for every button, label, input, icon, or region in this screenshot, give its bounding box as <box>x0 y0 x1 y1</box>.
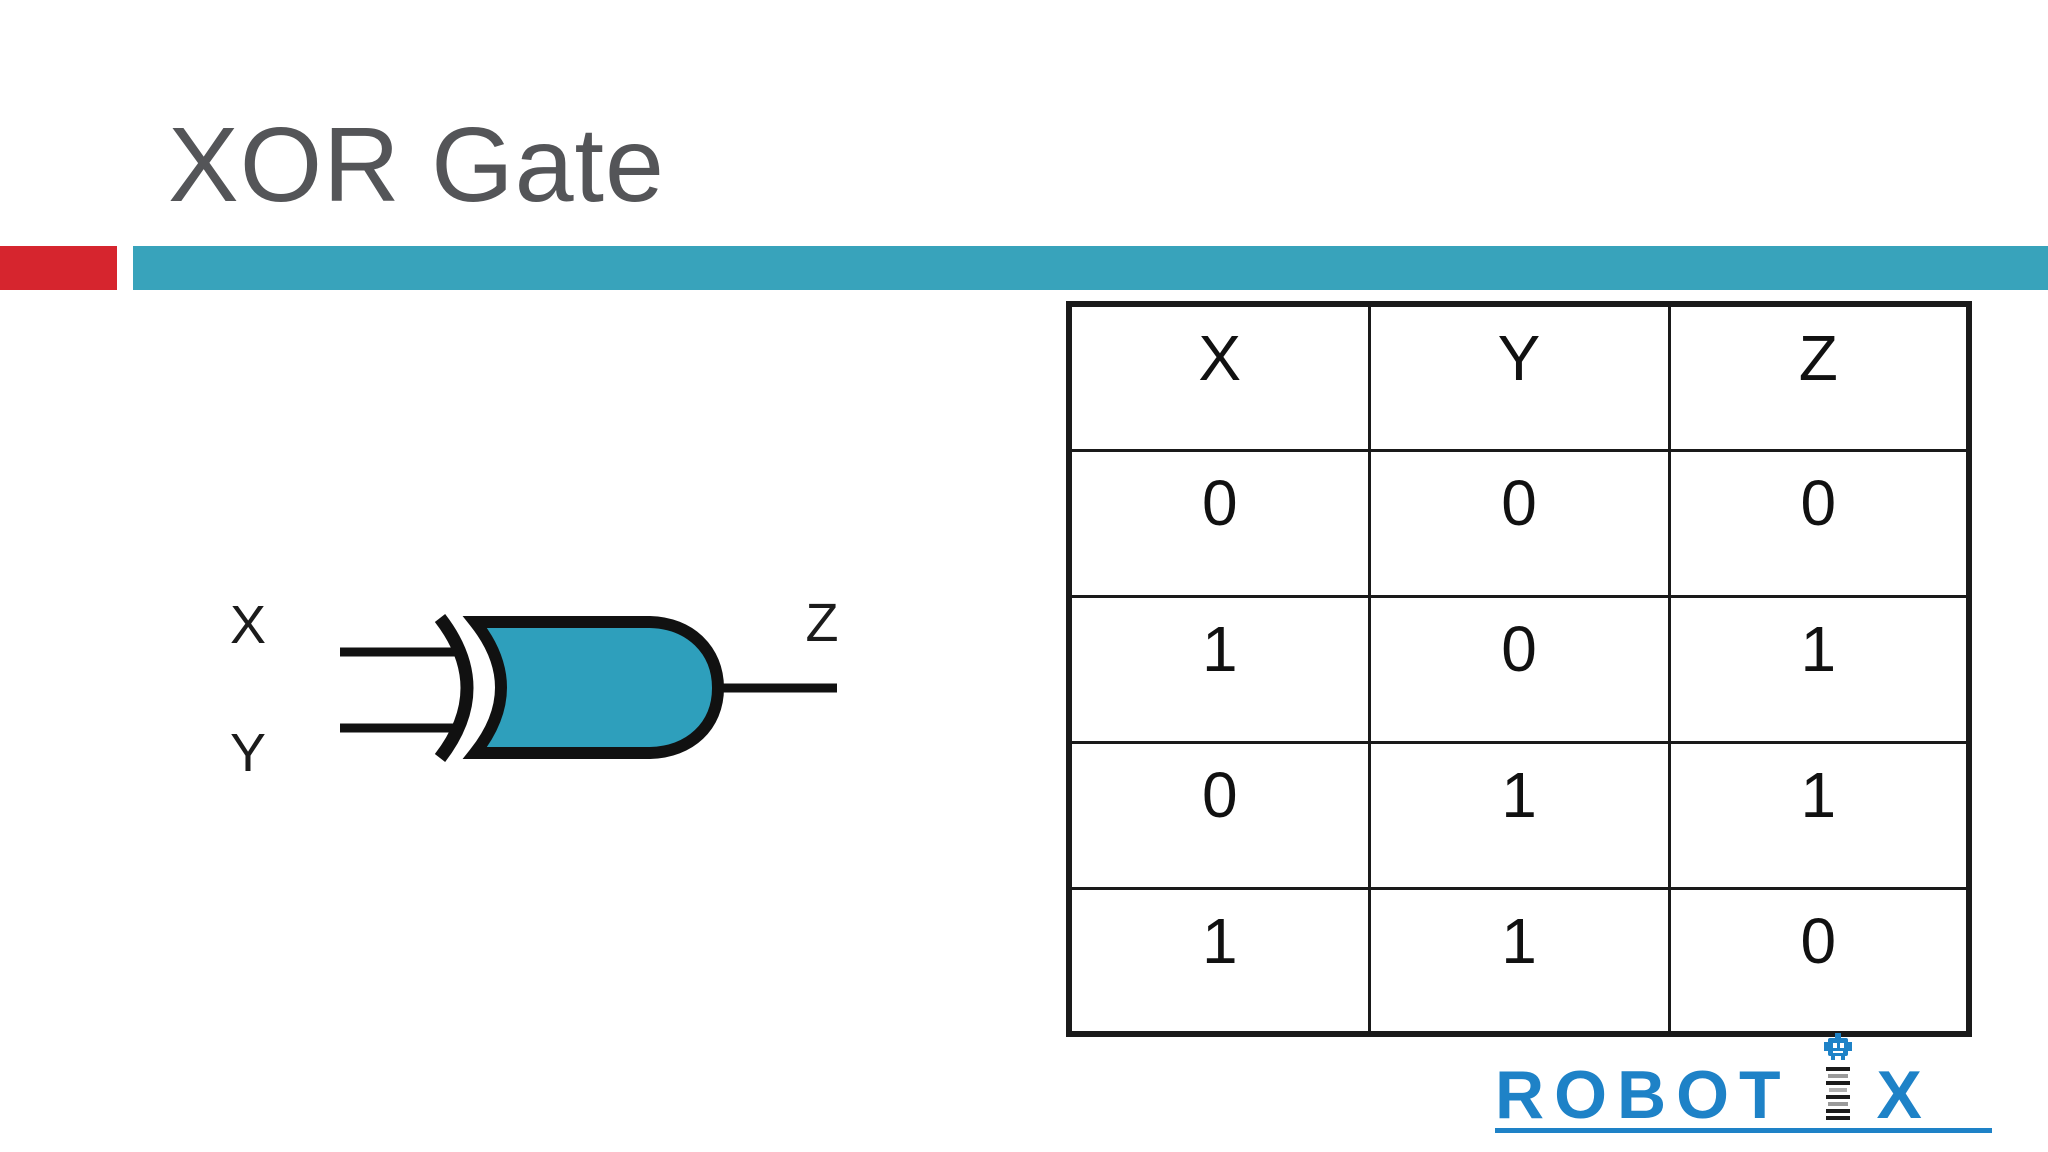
xor-gate-diagram <box>340 614 837 762</box>
accent-bar-teal <box>133 246 2048 290</box>
table-cell: 1 <box>1367 886 1671 1036</box>
table-cell: 0 <box>1367 594 1671 744</box>
table-row: 0 1 1 <box>1067 740 1971 890</box>
table-row: 0 0 0 <box>1067 448 1971 598</box>
truth-table-header-row: X Y Z <box>1067 302 1971 452</box>
table-row: 1 1 0 <box>1067 886 1971 1036</box>
table-cell: 0 <box>1667 448 1971 598</box>
table-cell: 0 <box>1367 448 1671 598</box>
logo-text-x: X <box>1876 1056 1932 1133</box>
page-title: XOR Gate <box>168 106 665 224</box>
table-cell: 1 <box>1667 594 1971 744</box>
barcode-i-stripes <box>1825 1064 1850 1120</box>
gate-input-label-x: X <box>229 595 267 655</box>
logo-underline <box>1495 1128 1992 1133</box>
gate-input-label-y: Y <box>229 723 267 783</box>
gate-output-label-z: Z <box>805 593 839 653</box>
logo-row: ROBOT X <box>1495 1033 1995 1133</box>
table-row: 1 0 1 <box>1067 594 1971 744</box>
truth-table: X Y Z 0 0 0 1 0 1 0 1 1 1 1 0 <box>1066 301 1972 1037</box>
robotix-logo: ROBOT X <box>1495 1033 1995 1133</box>
gate-body <box>462 616 725 759</box>
column-header: X <box>1067 302 1371 452</box>
table-cell: 1 <box>1667 740 1971 890</box>
accent-bar-red <box>0 246 117 290</box>
logo-text-robot: ROBOT <box>1495 1056 1791 1133</box>
robot-head-icon <box>1823 1033 1852 1060</box>
table-cell: 1 <box>1367 740 1671 890</box>
xor-extra-curve <box>434 614 474 762</box>
table-cell: 0 <box>1067 740 1371 890</box>
column-header: Y <box>1367 302 1671 452</box>
table-cell: 1 <box>1067 594 1371 744</box>
column-header: Z <box>1667 302 1971 452</box>
logo-letter-i <box>1823 1033 1852 1120</box>
table-cell: 0 <box>1067 448 1371 598</box>
table-cell: 0 <box>1667 886 1971 1036</box>
table-cell: 1 <box>1067 886 1371 1036</box>
